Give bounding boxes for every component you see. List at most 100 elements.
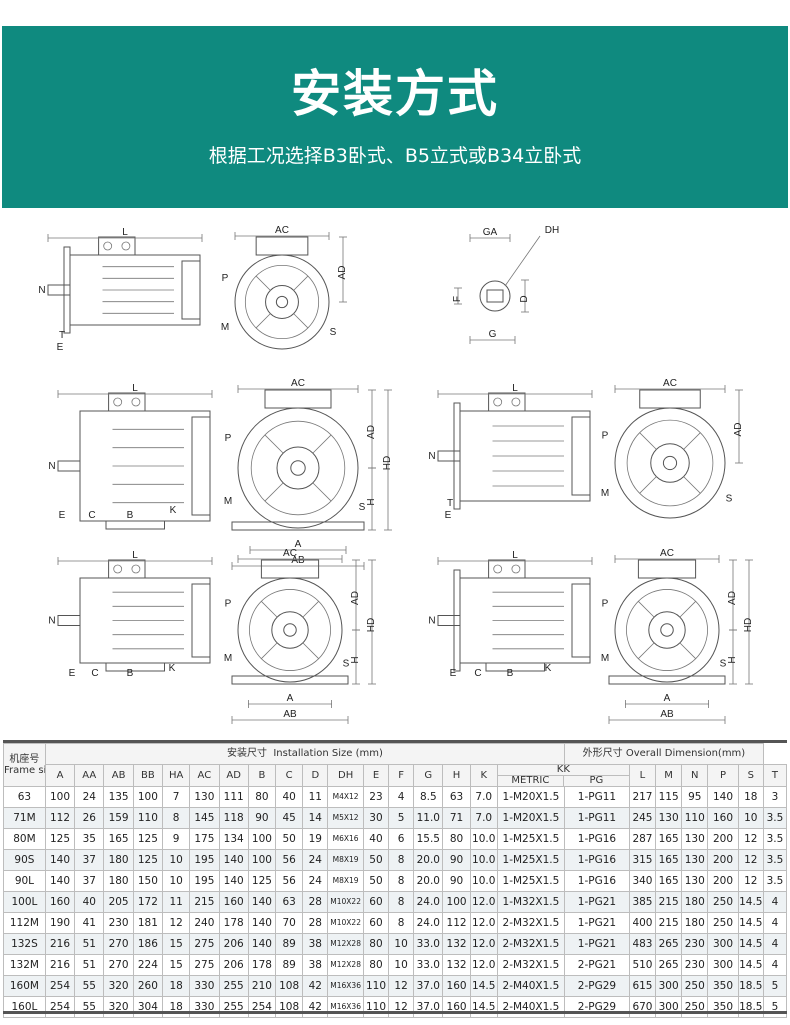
table-cell: 20.0 <box>413 849 444 871</box>
table-cell: 320 <box>103 996 134 1018</box>
motor-front-outline <box>237 407 359 529</box>
table-cell: 95 <box>681 786 709 808</box>
drawing-line <box>679 601 696 618</box>
dimension-label: AD <box>366 425 377 439</box>
table-cell: 115 <box>655 786 683 808</box>
table-cell: 230 <box>681 933 709 955</box>
motor-shaft <box>57 615 81 626</box>
table-cell: 2-PG21 <box>564 954 630 976</box>
table-cell: 14.5 <box>469 996 498 1018</box>
table-cell: 10 <box>162 849 191 871</box>
dimension-label: P <box>602 430 609 441</box>
table-cell: 7 <box>162 786 191 808</box>
table-cell: 2-M32X1.5 <box>496 954 566 976</box>
table-cell: 55 <box>74 996 105 1018</box>
table-cell: 41 <box>74 912 105 934</box>
table-cell: 14.5 <box>737 954 764 976</box>
motor-foot <box>105 662 165 672</box>
table-cell: 40 <box>275 786 304 808</box>
dimension-label: C <box>88 510 95 521</box>
drawing-line <box>264 482 284 502</box>
table-cell: 71 <box>442 807 471 829</box>
table-cell: 160 <box>218 891 249 913</box>
motor-end-cap <box>191 416 211 516</box>
motor-shaft <box>437 450 461 462</box>
table-cell: 130 <box>681 849 709 871</box>
table-cell: 2-M32X1.5 <box>496 912 566 934</box>
table-cell: 132 <box>442 933 471 955</box>
table-cell: 350 <box>707 975 739 997</box>
table-cell: 14.5 <box>737 891 764 913</box>
dimension-label: P <box>225 433 232 444</box>
table-cell: 4 <box>388 786 415 808</box>
table-cell: 45 <box>275 807 304 829</box>
terminal-box <box>108 392 146 412</box>
frame-size-cell: 112M <box>3 912 46 934</box>
table-cell: 8 <box>388 891 415 913</box>
table-cell: 130 <box>681 870 709 892</box>
column-header: AA <box>74 764 105 787</box>
motor-shaft <box>57 460 81 472</box>
table-cell: 38 <box>302 954 329 976</box>
motor-front-outline <box>237 577 343 683</box>
table-cell: 18 <box>162 996 191 1018</box>
table-cell: 12.0 <box>469 891 498 913</box>
table-cell: 275 <box>189 954 220 976</box>
drawing-line <box>302 601 319 618</box>
drawing-line <box>261 642 278 659</box>
table-cell: 11 <box>302 786 329 808</box>
dimension-label: AD <box>727 591 738 605</box>
table-cell: 320 <box>103 975 134 997</box>
drawing-line <box>264 434 284 454</box>
motor-foot <box>485 662 545 672</box>
drawing-line <box>255 313 271 329</box>
table-cell: 615 <box>628 975 657 997</box>
motor-flange <box>453 569 461 672</box>
terminal-knob <box>103 241 113 251</box>
dimension-label: E <box>57 342 64 353</box>
dimension-label: AD <box>733 423 744 437</box>
terminal-knob <box>121 241 131 251</box>
table-cell: 165 <box>655 828 683 850</box>
table-cell: 4 <box>762 933 788 955</box>
terminal-knob <box>493 564 503 574</box>
table-cell: M8X19 <box>327 870 364 892</box>
table-cell: 2-PG29 <box>564 996 630 1018</box>
table-cell: 265 <box>655 933 683 955</box>
table-cell: 100 <box>247 849 277 871</box>
dimension-label: GA <box>483 227 498 238</box>
dimension-label: AC <box>291 378 305 389</box>
table-cell: 216 <box>44 933 76 955</box>
table-cell: 3.5 <box>762 870 788 892</box>
table-cell: 165 <box>655 849 683 871</box>
table-cell: 250 <box>681 975 709 997</box>
banner-background <box>2 26 788 208</box>
table-cell: 1-PG16 <box>564 870 630 892</box>
drawing-line <box>293 275 309 291</box>
page-title: 安装方式 <box>291 65 499 123</box>
motor-front-ring <box>626 419 714 507</box>
frame-size-cell: 80M <box>3 828 46 850</box>
frame-size-cell: 90L <box>3 870 46 892</box>
table-cell: 40 <box>74 891 105 913</box>
table-cell: 195 <box>189 870 220 892</box>
table-cell: 24 <box>302 870 329 892</box>
table-cell: 2-M32X1.5 <box>496 933 566 955</box>
motor-front-outline <box>614 577 720 683</box>
dimension-label: P <box>225 599 232 610</box>
dimension-label: H <box>727 656 738 663</box>
table-cell: 40 <box>362 828 390 850</box>
table-cell: 111 <box>218 786 249 808</box>
dimension-label: L <box>132 383 138 394</box>
dimension-table-wrapper: 机座号 Frame size 安装尺寸 Installation Size (m… <box>3 743 788 1018</box>
dimension-label: N <box>428 616 435 627</box>
table-cell: 90 <box>442 870 471 892</box>
table-top-border <box>3 740 787 743</box>
dimension-label: HD <box>382 456 393 470</box>
